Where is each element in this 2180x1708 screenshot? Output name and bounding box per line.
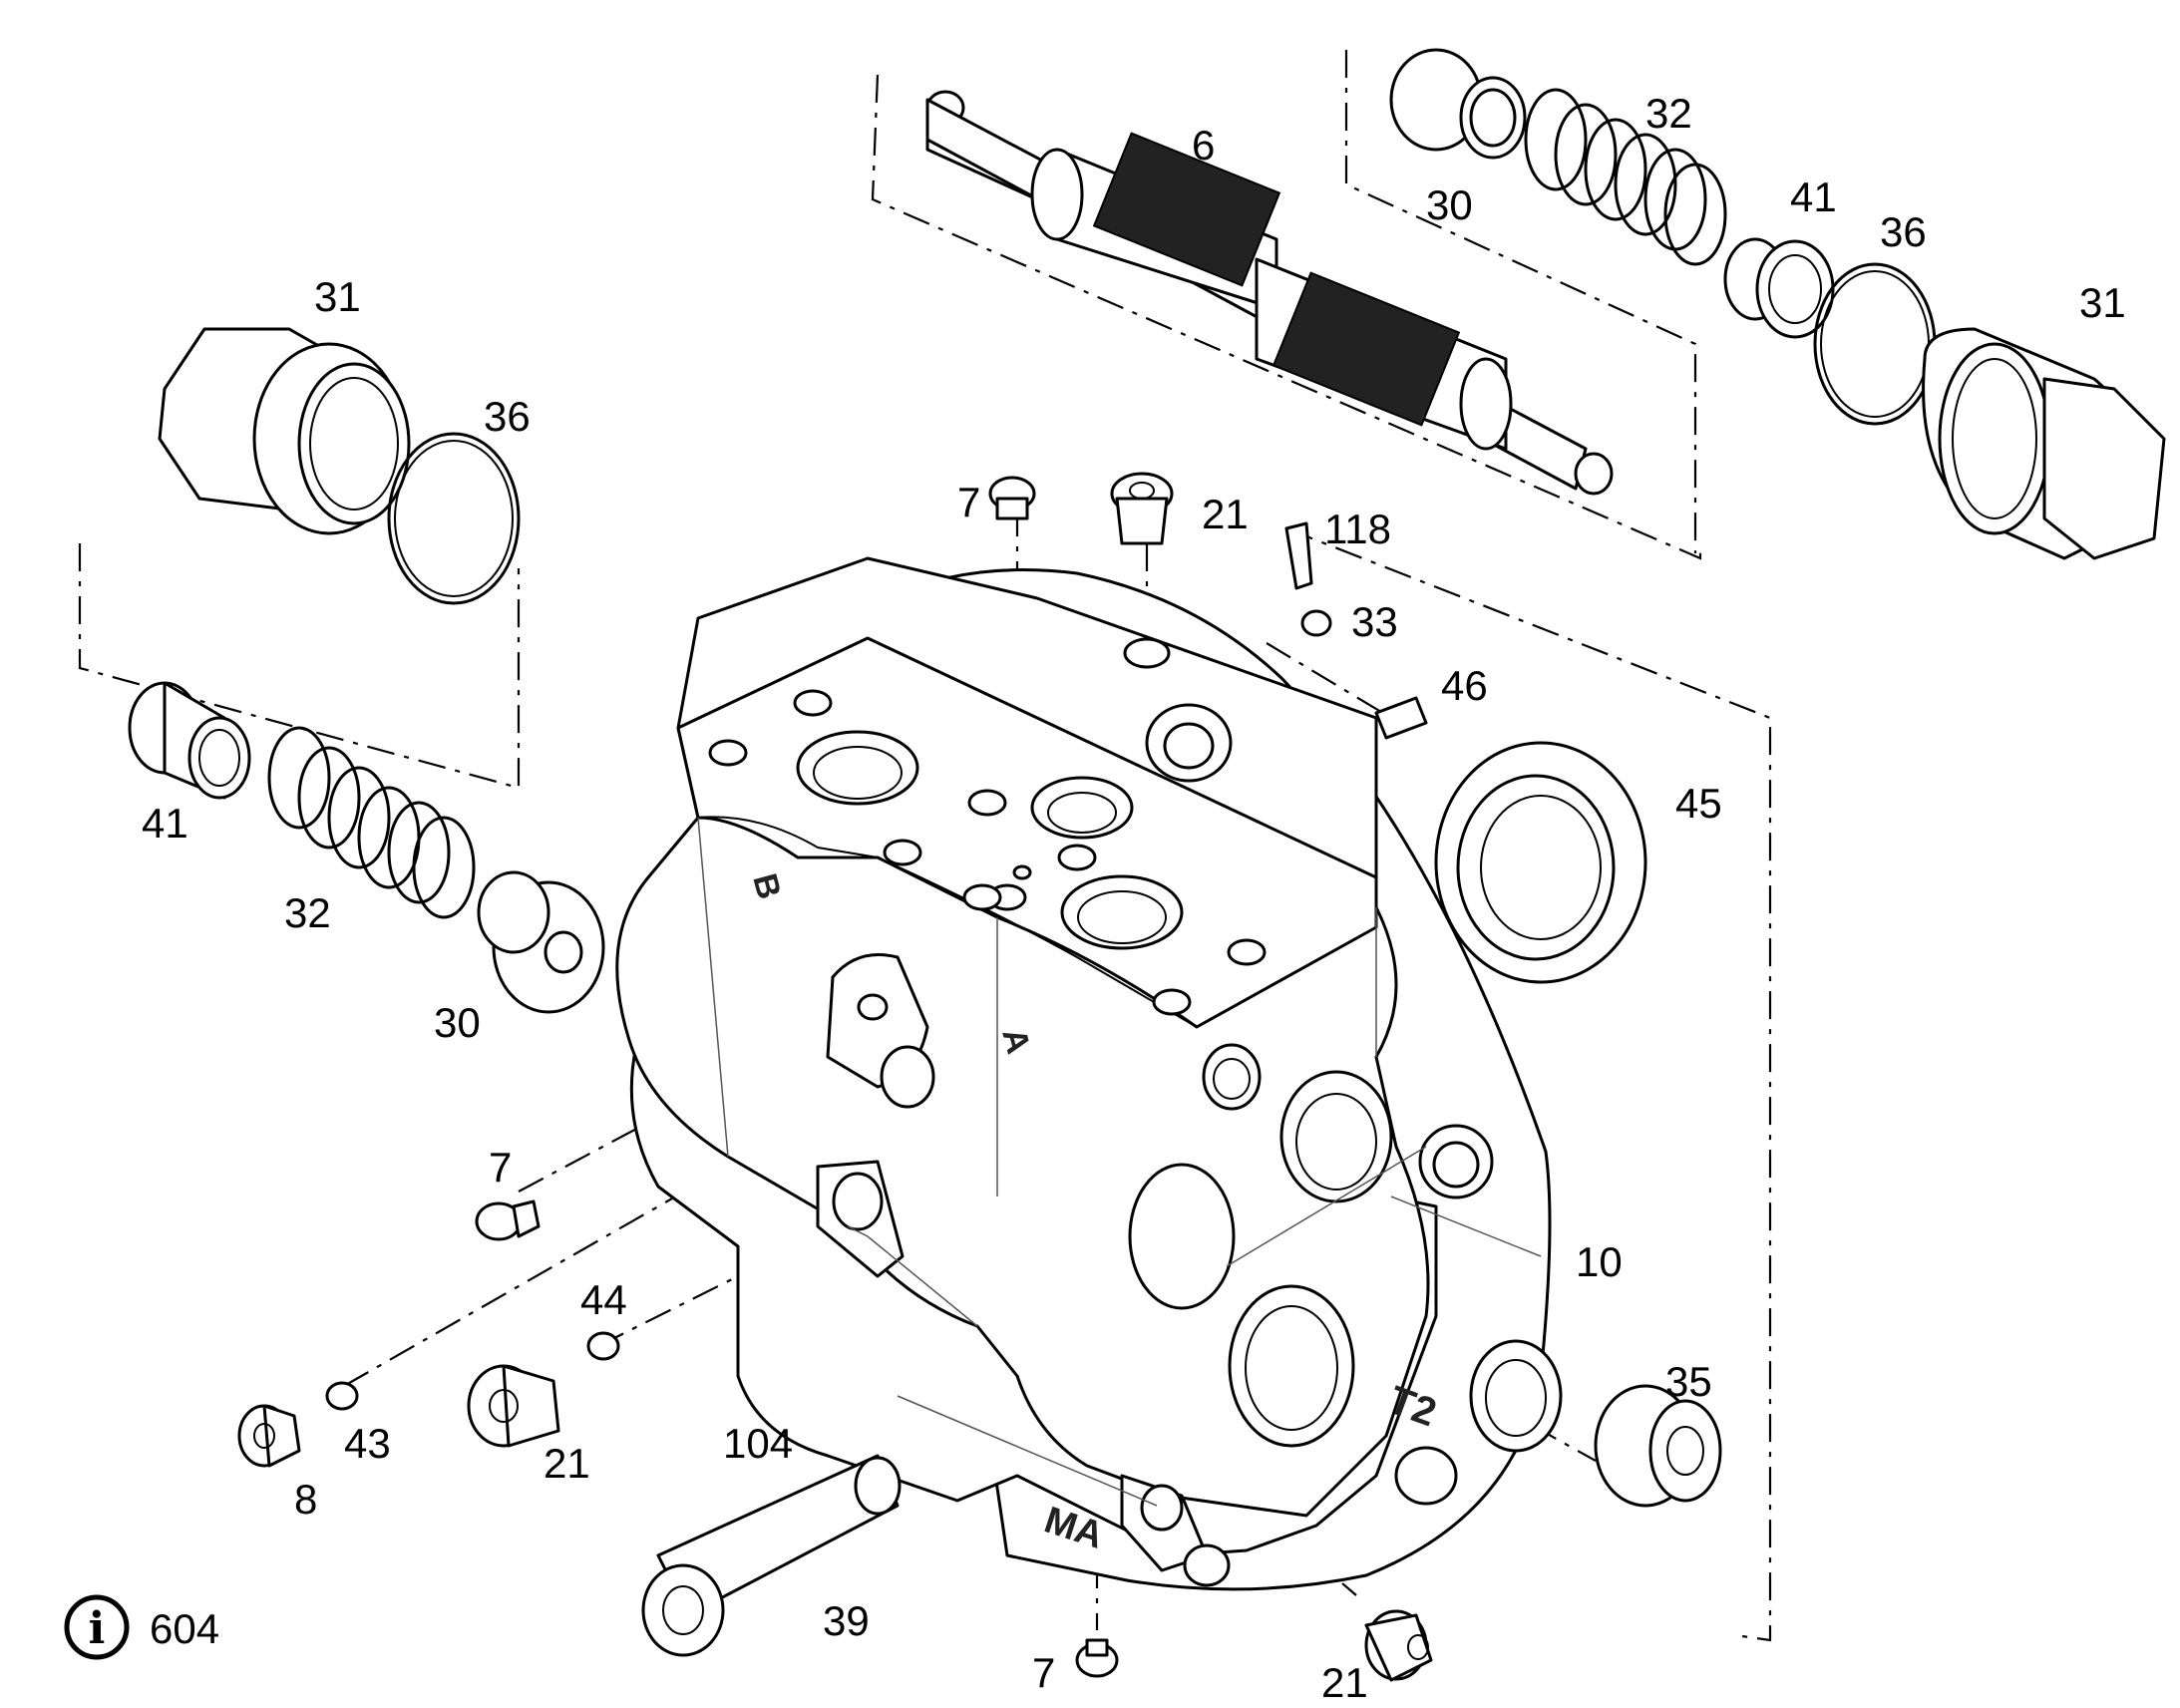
callout-46: 46: [1441, 662, 1488, 709]
top-face-ports: [708, 689, 1267, 1016]
callout-43: 43: [344, 1420, 391, 1467]
callout-41-top: 41: [1790, 173, 1837, 220]
callout-21-top: 21: [1202, 491, 1249, 537]
callout-45: 45: [1675, 780, 1722, 827]
callout-31-right: 31: [2079, 279, 2126, 326]
left-relief-group: [128, 327, 605, 1014]
callout-7-bottom: 7: [1032, 1649, 1055, 1696]
callout-44: 44: [580, 1276, 627, 1323]
callout-32-top: 32: [1645, 90, 1692, 137]
info-icon-glyph: i: [89, 1603, 106, 1654]
callout-6: 6: [1192, 122, 1215, 169]
callout-21-bottom: 21: [1321, 1659, 1368, 1706]
info-reference[interactable]: i 604: [64, 1594, 219, 1660]
top-right-relief-group: [1389, 48, 2166, 560]
callout-30-left: 30: [434, 999, 481, 1046]
callout-7-left: 7: [489, 1144, 512, 1191]
info-icon[interactable]: i: [64, 1594, 130, 1660]
callout-10: 10: [1576, 1238, 1623, 1285]
callout-118: 118: [1324, 506, 1391, 552]
callout-21-left: 21: [544, 1440, 590, 1487]
callout-36-top: 36: [1880, 208, 1927, 255]
spring-32-left: [267, 726, 476, 919]
callout-39: 39: [823, 1597, 870, 1644]
callout-30-top: 30: [1426, 181, 1473, 228]
callout-31-left: 31: [314, 273, 361, 320]
small-parts: [237, 472, 1722, 1682]
spring-32-top: [1524, 88, 1727, 266]
info-reference-number: 604: [150, 1605, 219, 1652]
callout-labels: 6 32 30 41 36 31 31 36 41 32 30 7 21 118…: [142, 90, 2126, 1706]
callout-33: 33: [1351, 598, 1398, 645]
spool-6: [925, 90, 1614, 496]
valve-housing-10: [615, 556, 1563, 1591]
callout-32-left: 32: [284, 889, 331, 936]
callout-41-left: 41: [142, 800, 188, 847]
callout-35: 35: [1665, 1358, 1712, 1405]
callout-7-top: 7: [957, 479, 980, 525]
callout-36-left: 36: [484, 393, 531, 440]
callout-8: 8: [294, 1476, 317, 1523]
callout-104: 104: [723, 1420, 793, 1467]
